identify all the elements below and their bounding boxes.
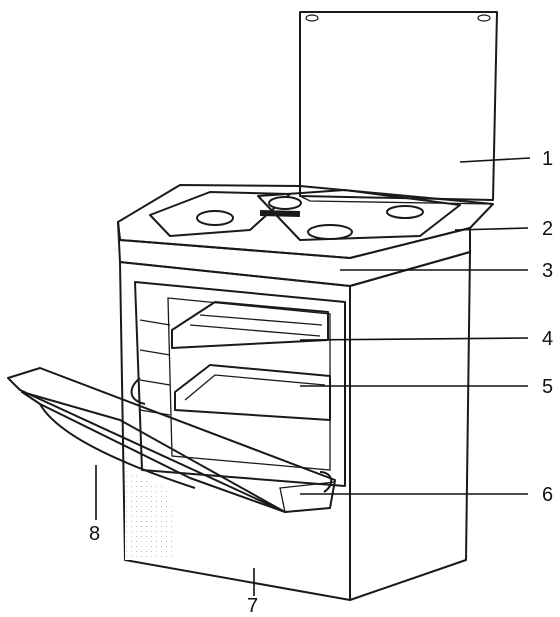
callout-8: 8: [89, 523, 100, 545]
burner-front-left: [196, 210, 234, 226]
burner-rear-right: [386, 205, 424, 219]
leader-4: [299, 337, 529, 341]
oven-cavity: [134, 281, 346, 487]
callout-1: 1: [542, 148, 553, 170]
callout-6: 6: [542, 484, 553, 506]
control-panel: [117, 221, 471, 287]
callout-7: 7: [247, 595, 258, 617]
oven-door: [7, 367, 336, 513]
glass-lid: [299, 11, 498, 205]
callout-labels: 1 2 3 4 5 6 7 8: [89, 148, 553, 617]
baking-tray: [174, 364, 331, 421]
door-handle: [39, 403, 196, 489]
leader-2: [454, 227, 529, 231]
burner-front-right: [307, 224, 353, 240]
hob-top: [117, 184, 494, 259]
callout-2: 2: [542, 218, 553, 240]
oven-shelf: [171, 301, 329, 349]
leader-1: [459, 157, 531, 163]
burner-rear-left: [268, 196, 302, 210]
callout-4: 4: [542, 328, 553, 350]
cabinet-body: [119, 251, 471, 601]
callout-leaders: [95, 157, 531, 596]
callout-3: 3: [542, 260, 553, 282]
callout-5: 5: [542, 376, 553, 398]
